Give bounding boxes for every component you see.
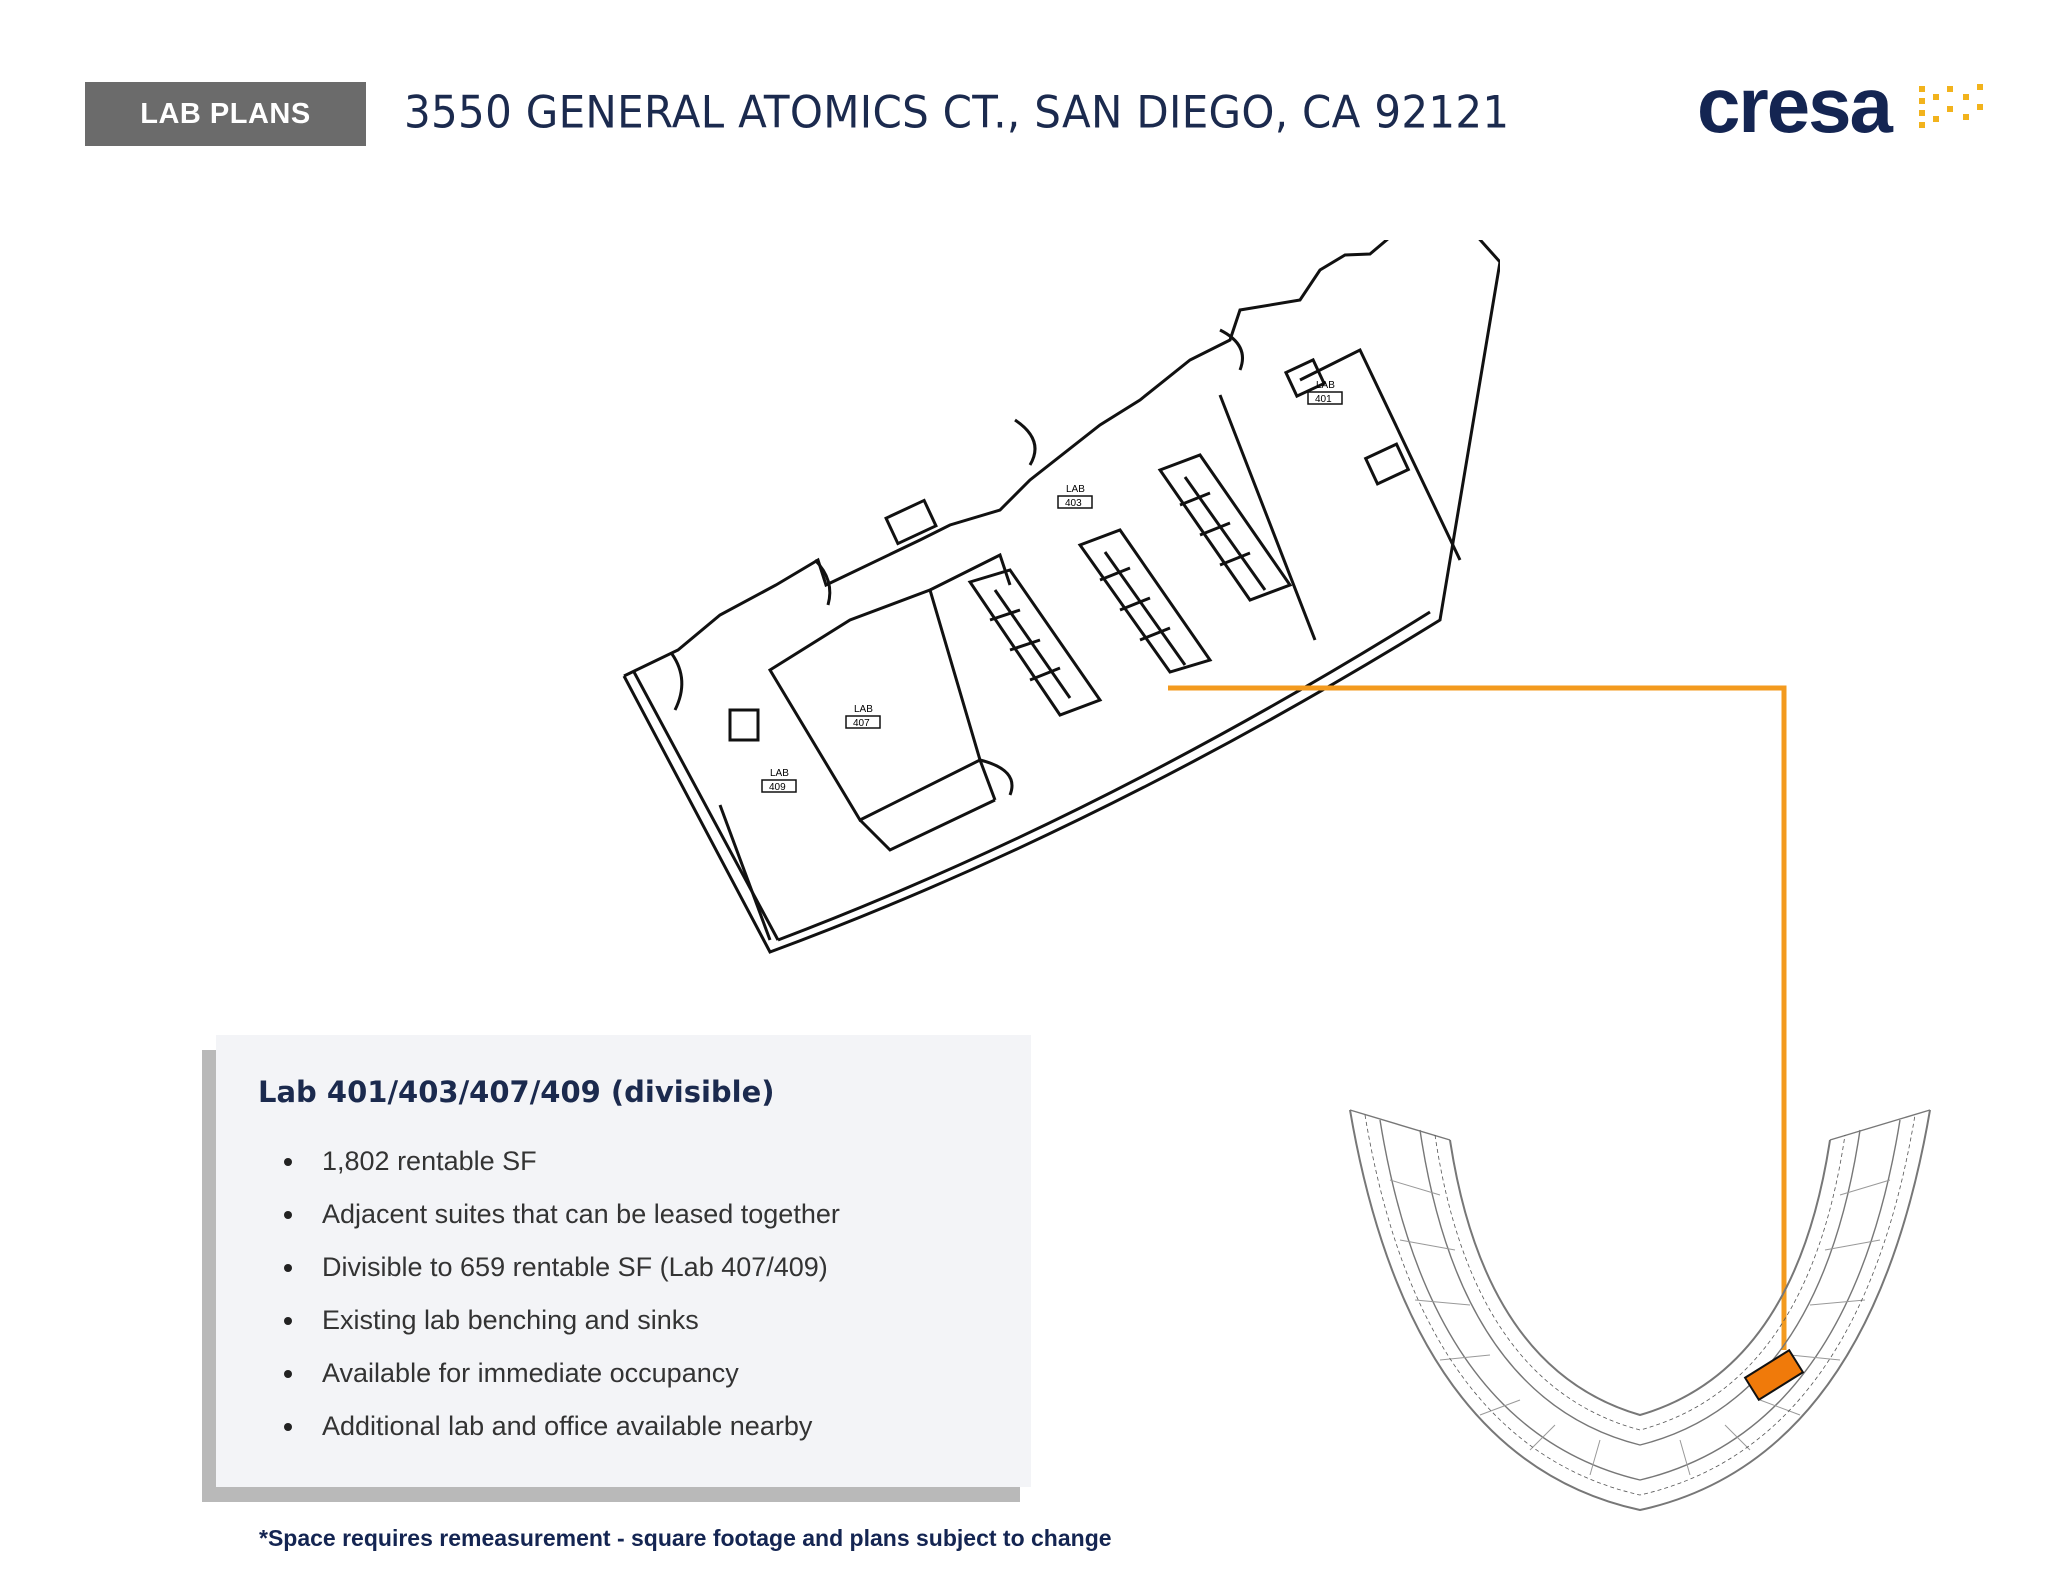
list-item-text: Existing lab benching and sinks	[322, 1305, 699, 1335]
suite-info-box: Lab 401/403/407/409 (divisible) 1,802 re…	[216, 1035, 1031, 1487]
room-labels: LAB 409 LAB 407 LAB 403 LAB 401	[761, 380, 1343, 793]
list-item-text: 1,802 rentable SF	[322, 1146, 537, 1176]
list-item-text: Available for immediate occupancy	[322, 1358, 739, 1388]
room-407-number: 407	[853, 718, 870, 729]
bullet-icon	[284, 1211, 292, 1219]
bullet-icon	[284, 1158, 292, 1166]
room-407-name: LAB	[854, 704, 873, 715]
bullet-icon	[284, 1317, 292, 1325]
logo-wordmark: cresa	[1697, 61, 1893, 149]
logo-dots-icon	[1919, 84, 1983, 128]
room-403-number: 403	[1065, 498, 1082, 509]
floor-plan-detail: LAB 409 LAB 407 LAB 403 LAB 401	[622, 240, 1500, 954]
list-item: Available for immediate occupancy	[256, 1347, 840, 1400]
bullet-icon	[284, 1423, 292, 1431]
list-item: Additional lab and office available near…	[256, 1400, 840, 1453]
disclaimer-footnote: *Space requires remeasurement - square f…	[259, 1525, 1112, 1551]
cresa-logo: cresa	[1697, 60, 1987, 150]
suite-title: Lab 401/403/407/409 (divisible)	[258, 1075, 775, 1109]
list-item-text: Additional lab and office available near…	[322, 1411, 813, 1441]
list-item: 1,802 rentable SF	[256, 1135, 840, 1188]
room-409-name: LAB	[770, 768, 789, 779]
room-401-number: 401	[1315, 394, 1332, 405]
key-plan-overview	[1349, 1109, 1931, 1512]
bullet-icon	[284, 1264, 292, 1272]
list-item: Divisible to 659 rentable SF (Lab 407/40…	[256, 1241, 840, 1294]
bullet-icon	[284, 1370, 292, 1378]
list-item-text: Divisible to 659 rentable SF (Lab 407/40…	[322, 1252, 828, 1282]
list-item: Existing lab benching and sinks	[256, 1294, 840, 1347]
suite-features-list: 1,802 rentable SF Adjacent suites that c…	[256, 1135, 840, 1453]
section-tag: LAB PLANS	[85, 82, 366, 146]
list-item: Adjacent suites that can be leased toget…	[256, 1188, 840, 1241]
property-address: 3550 GENERAL ATOMICS CT., SAN DIEGO, CA …	[404, 86, 1510, 139]
room-409-number: 409	[769, 782, 786, 793]
highlighted-suite-marker	[1743, 1348, 1805, 1402]
room-401-name: LAB	[1316, 380, 1335, 391]
list-item-text: Adjacent suites that can be leased toget…	[322, 1199, 840, 1229]
room-403-name: LAB	[1066, 484, 1085, 495]
